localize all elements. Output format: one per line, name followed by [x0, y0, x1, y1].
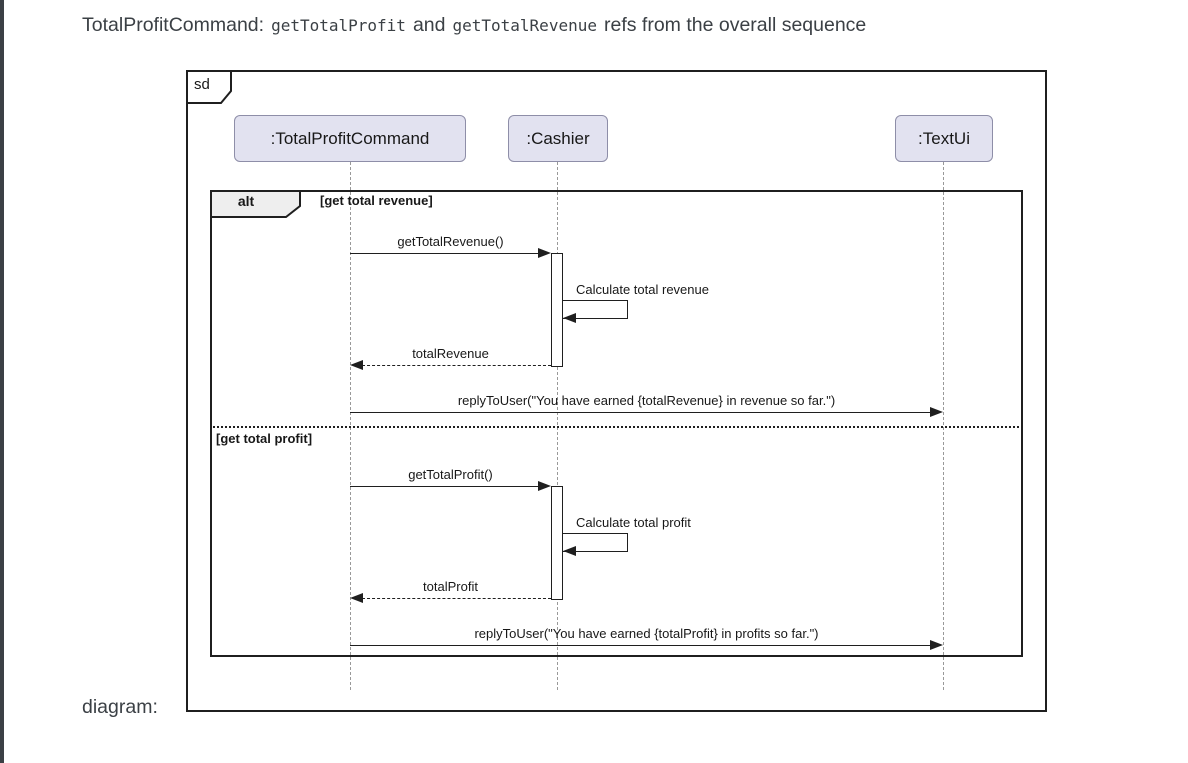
message-label-reply-profit: replyToUser("You have earned {totalProfi… — [474, 626, 819, 641]
arrowhead-left-icon — [563, 546, 576, 556]
message-line — [350, 253, 540, 254]
arrowhead-right-icon — [538, 248, 551, 258]
message-label-calculate-total-revenue: Calculate total revenue — [576, 282, 709, 297]
alt-fragment-tab — [210, 190, 301, 218]
page-title-prefix: TotalProfitCommand: — [82, 14, 265, 36]
participant-label: :Cashier — [526, 128, 590, 148]
participant-cashier: :Cashier — [508, 115, 608, 162]
message-label-total-revenue: totalRevenue — [412, 346, 489, 361]
diagram-caption: diagram: — [82, 696, 158, 718]
arrowhead-right-icon — [538, 481, 551, 491]
activation-cashier-revenue — [551, 253, 563, 367]
arrowhead-right-icon — [930, 407, 943, 417]
sd-frame-label: sd — [194, 76, 210, 93]
arrowhead-left-icon — [350, 360, 363, 370]
sequence-diagram: sd :TotalProfitCommand :Cashier :TextUi … — [186, 70, 1047, 712]
alt-section-divider — [210, 426, 1023, 428]
arrowhead-left-icon — [350, 593, 363, 603]
message-line — [350, 486, 540, 487]
alt-operator-label: alt — [237, 193, 255, 209]
message-label-calculate-total-profit: Calculate total profit — [576, 515, 691, 530]
activation-cashier-profit — [551, 486, 563, 600]
alt-fragment-border — [210, 190, 1023, 657]
page-title-conjunction: and — [412, 14, 446, 36]
message-label-total-profit: totalProfit — [423, 579, 478, 594]
participant-textui: :TextUi — [895, 115, 993, 162]
sd-frame-tab-shape — [186, 70, 232, 104]
self-message-loop — [563, 300, 628, 319]
page-left-accent-border — [0, 0, 4, 763]
participant-label: :TextUi — [918, 128, 970, 148]
page-title-code-get-total-revenue: getTotalRevenue — [452, 16, 597, 35]
page-title-suffix: refs from the overall sequence — [603, 14, 867, 36]
participant-total-profit-command: :TotalProfitCommand — [234, 115, 466, 162]
return-message-line — [362, 598, 551, 599]
message-label-get-total-revenue: getTotalRevenue() — [397, 234, 504, 249]
participant-label: :TotalProfitCommand — [270, 128, 430, 148]
return-message-line — [362, 365, 551, 366]
alt-fragment-tab-shape — [210, 190, 301, 218]
alt-guard-get-total-revenue: [get total revenue] — [320, 193, 433, 208]
message-label-reply-revenue: replyToUser("You have earned {totalReven… — [457, 393, 836, 408]
message-line — [350, 645, 932, 646]
sd-frame-tab — [186, 70, 232, 104]
sd-frame-border — [186, 70, 1047, 712]
arrowhead-right-icon — [930, 640, 943, 650]
message-line — [350, 412, 932, 413]
alt-guard-get-total-profit: [get total profit] — [216, 431, 313, 446]
self-message-loop — [563, 533, 628, 552]
message-label-get-total-profit: getTotalProfit() — [408, 467, 493, 482]
page-title-code-get-total-profit: getTotalProfit — [271, 16, 406, 35]
arrowhead-left-icon — [563, 313, 576, 323]
